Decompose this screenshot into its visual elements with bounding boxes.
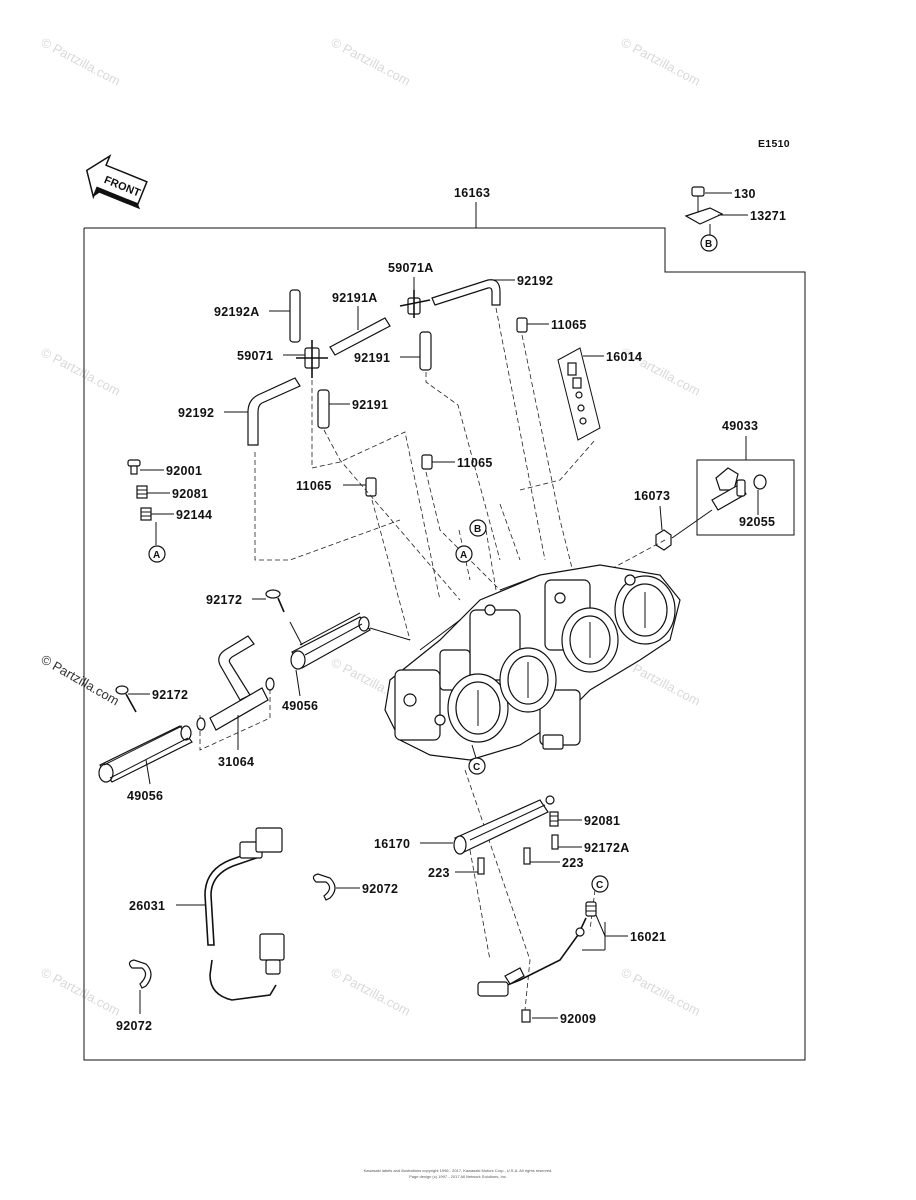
callout-92191-a: 92191 [354, 351, 390, 365]
callout-92009: 92009 [560, 1012, 596, 1026]
callout-92191A: 92191A [332, 291, 378, 305]
callout-11065-left: 11065 [296, 479, 332, 493]
callout-92081-left: 92081 [172, 487, 208, 501]
watermark: © Partzilla.com [329, 964, 413, 1018]
left-screws: A [127, 459, 166, 563]
marker-b-body: B [474, 524, 482, 535]
front-arrow-icon: FRONT [85, 154, 148, 210]
callout-92191-b: 92191 [352, 398, 388, 412]
marker-b-top: B [705, 239, 713, 250]
marker-a-body: A [460, 550, 468, 561]
callout-59071A: 59071A [388, 261, 434, 275]
callout-92072-bottom: 92072 [116, 1019, 152, 1033]
part-16170 [453, 795, 559, 875]
watermark: © Partzilla.com [39, 34, 123, 88]
marker-c-right: C [596, 880, 604, 891]
callout-16021: 16021 [630, 930, 666, 944]
watermark: © Partzilla.com [39, 344, 123, 398]
footer-copyright-2: Page design (c) 1997 - 2017 All Network … [409, 1174, 507, 1179]
callout-92172A: 92172A [584, 841, 630, 855]
callout-92081-right: 92081 [584, 814, 620, 828]
throttle-body-assembly [384, 564, 681, 761]
callout-31064: 31064 [218, 755, 254, 769]
callout-11065-mid: 11065 [457, 456, 493, 470]
callout-16163: 16163 [454, 186, 490, 200]
part-31064 [196, 635, 275, 731]
callout-16014: 16014 [606, 350, 642, 364]
callout-92144: 92144 [176, 508, 212, 522]
callout-59071: 59071 [237, 349, 273, 363]
callout-26031: 26031 [129, 899, 165, 913]
callout-16073: 16073 [634, 489, 670, 503]
watermark-dark: © Partzilla.com [39, 652, 122, 709]
callout-16170: 16170 [374, 837, 410, 851]
watermark: © Partzilla.com [619, 34, 703, 88]
part-92172-49056 [265, 589, 371, 670]
callout-92192-left: 92192 [178, 406, 214, 420]
part-92072-bottom [128, 959, 152, 989]
callout-49056-left: 49056 [127, 789, 163, 803]
watermark: © Partzilla.com [329, 34, 413, 88]
bracket-b-part: B [684, 186, 724, 252]
callout-223-right: 223 [562, 856, 584, 870]
callout-92192-top: 92192 [517, 274, 553, 288]
callout-223-left: 223 [428, 866, 450, 880]
callout-92001: 92001 [166, 464, 202, 478]
footer-copyright-1: Kawasaki labels and illustrations copyri… [364, 1168, 553, 1173]
callout-92192A: 92192A [214, 305, 260, 319]
callout-130: 130 [734, 187, 756, 201]
callout-49033: 49033 [722, 419, 758, 433]
part-92072-mid [312, 873, 336, 901]
callout-92172-top: 92172 [206, 593, 242, 607]
part-26031 [204, 827, 285, 1001]
part-49033 [711, 467, 767, 511]
marker-a-left: A [153, 550, 161, 561]
part-16073 [655, 529, 672, 551]
diagram-code: E1510 [758, 138, 790, 150]
watermark: © Partzilla.com [619, 964, 703, 1018]
callout-92072-mid: 92072 [362, 882, 398, 896]
callout-92172-left: 92172 [152, 688, 188, 702]
watermark: © Partzilla.com [39, 964, 123, 1018]
callout-11065-top: 11065 [551, 318, 587, 332]
part-49056-left [98, 685, 193, 783]
part-16014 [557, 347, 601, 441]
callout-13271: 13271 [750, 209, 786, 223]
assembly-frame [83, 227, 806, 1061]
callout-92055: 92055 [739, 515, 775, 529]
marker-c-body: C [473, 762, 481, 773]
part-16021 [477, 901, 597, 1023]
callout-49056-right: 49056 [282, 699, 318, 713]
